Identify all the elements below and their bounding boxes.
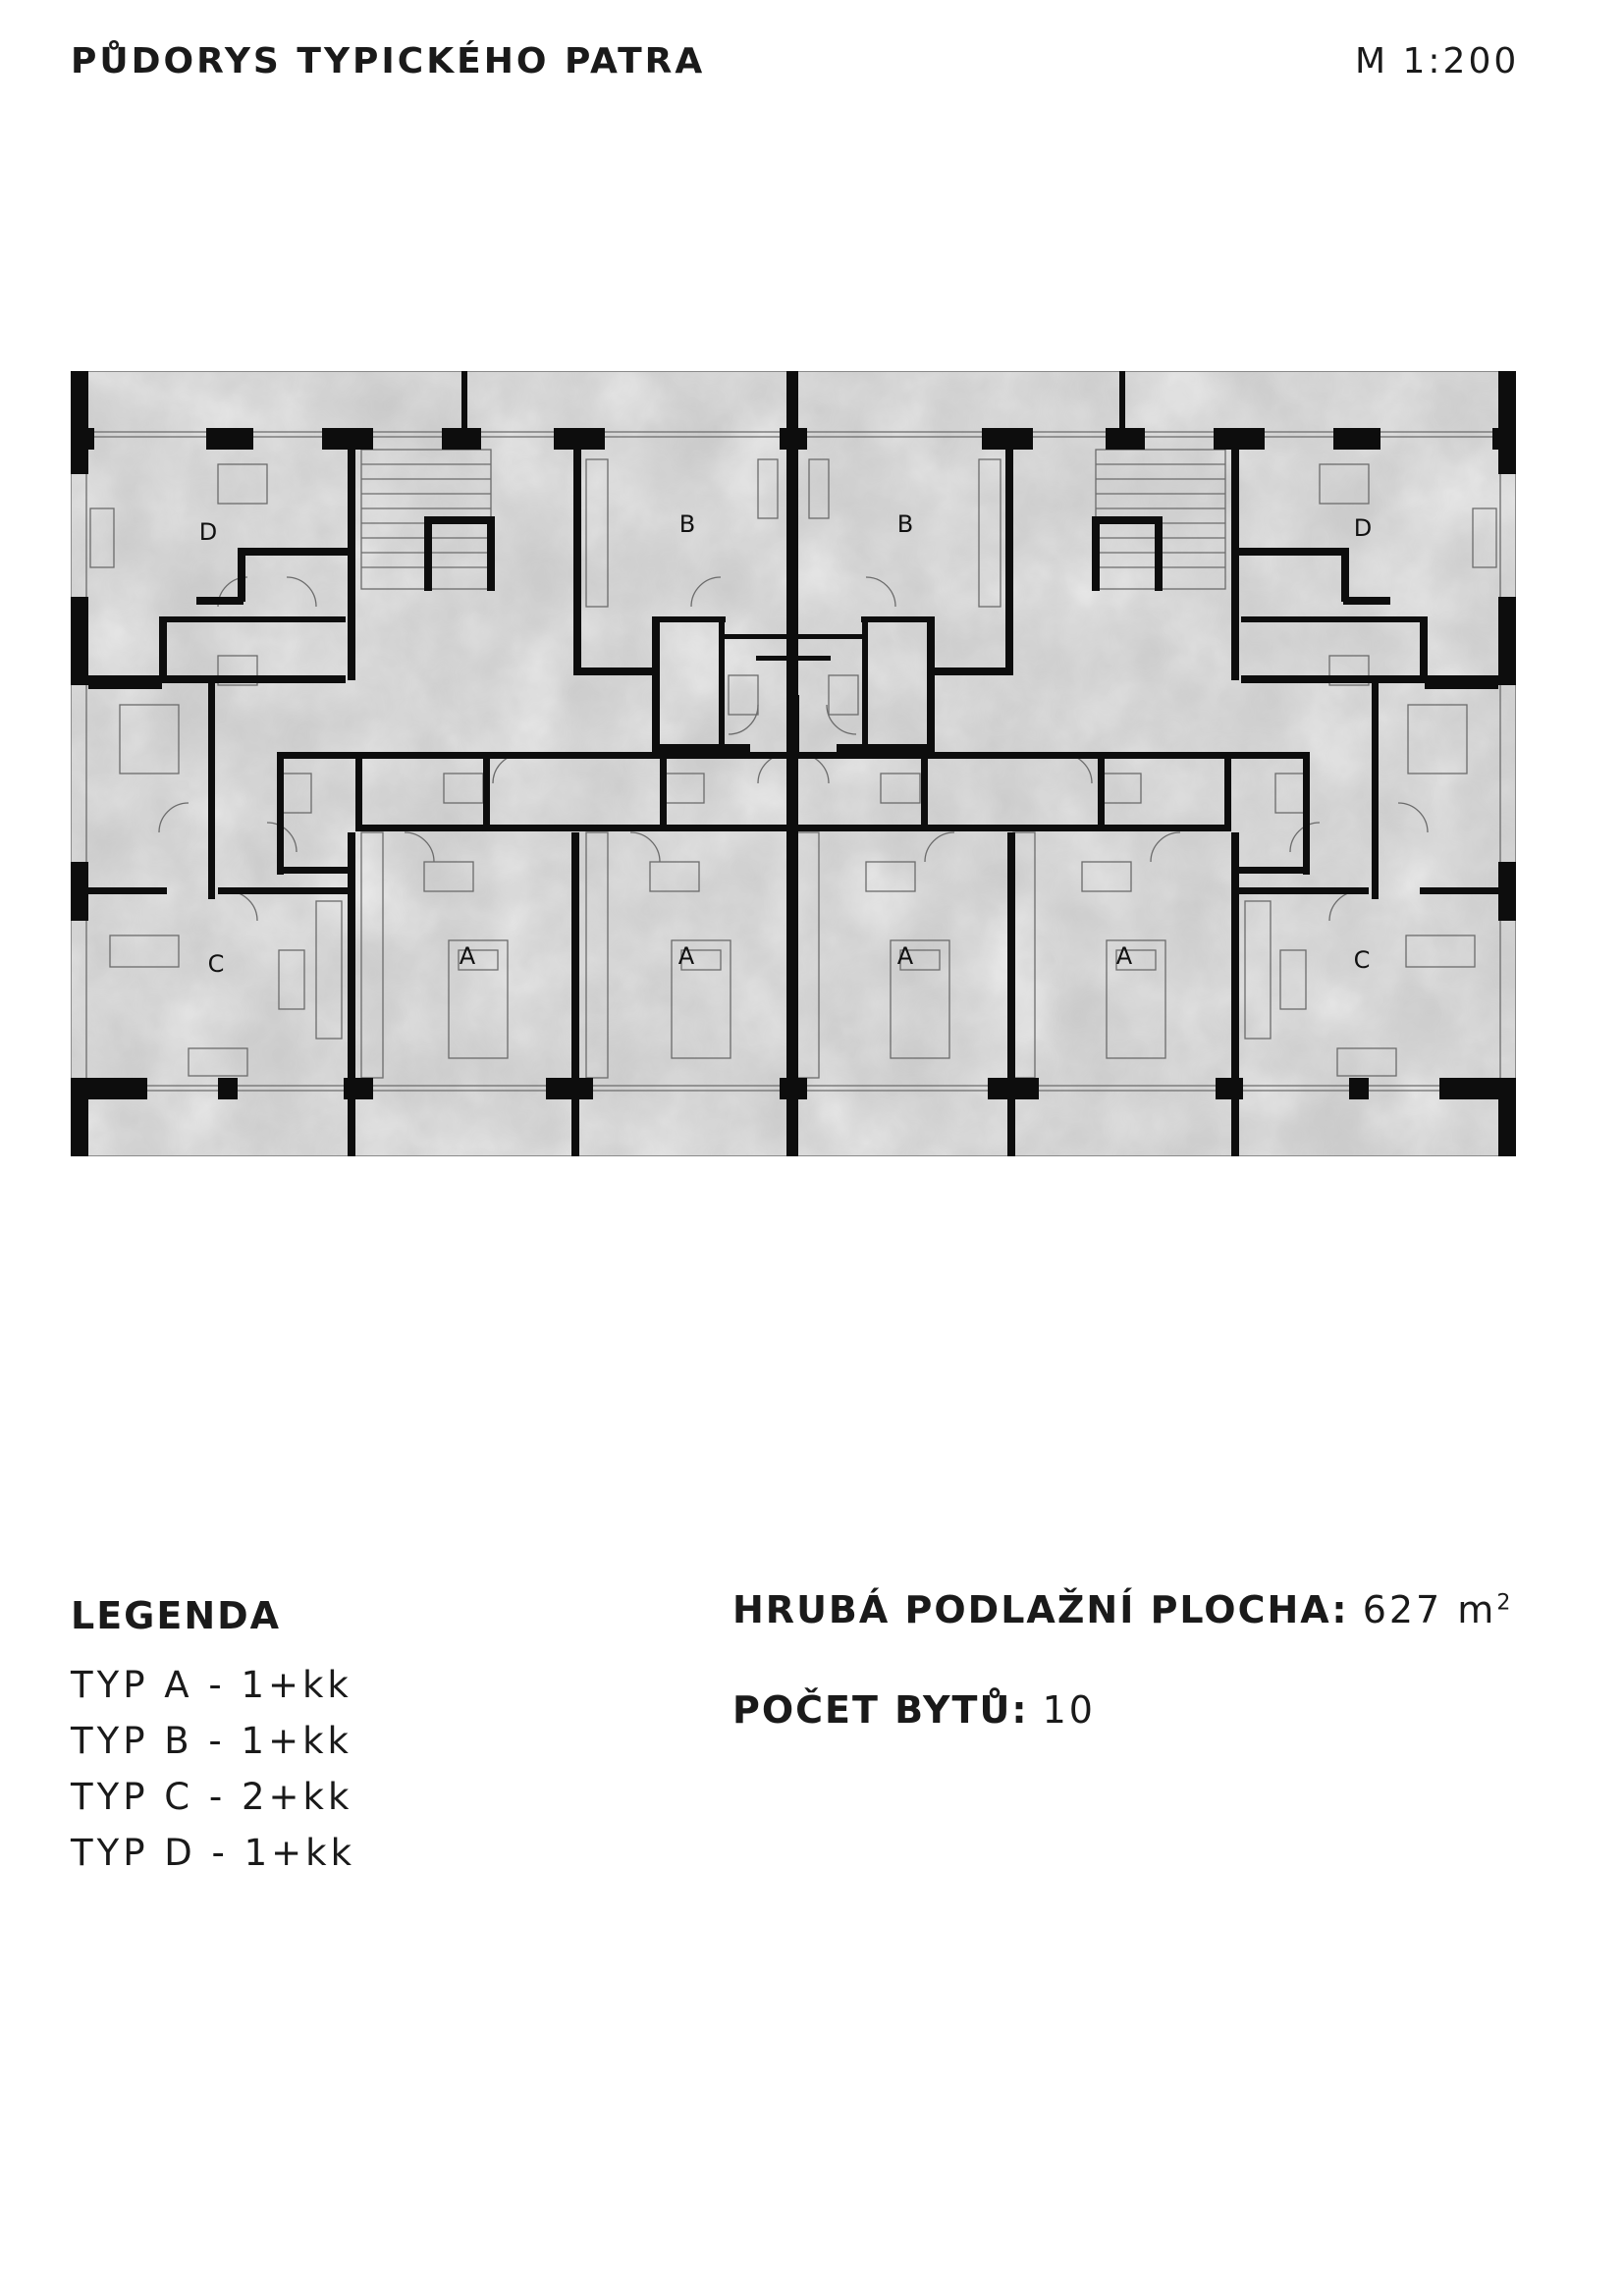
legend: LEGENDA TYP A - 1+kk TYP B - 1+kk TYP C … xyxy=(71,1594,355,1881)
legend-title: LEGENDA xyxy=(71,1594,282,1637)
unit-label: A xyxy=(897,942,914,970)
apartment-count-value: 10 xyxy=(1042,1688,1096,1732)
walls xyxy=(71,371,1516,1156)
gross-floor-area-value: 627 m2 xyxy=(1363,1588,1514,1631)
page-title: PŮDORYS TYPICKÉHO PATRA xyxy=(71,41,706,81)
unit-label: C xyxy=(208,950,225,978)
unit-label: A xyxy=(460,942,476,970)
unit-label: C xyxy=(1354,946,1371,974)
legend-item-a: TYP A - 1+kk xyxy=(71,1664,352,1706)
unit-label: B xyxy=(897,510,913,538)
unit-label: D xyxy=(199,518,217,546)
floor-stats: HRUBÁ PODLAŽNÍ PLOCHA: 627 m2 POČET BYTŮ… xyxy=(732,1588,1513,1732)
legend-item-d: TYP D - 1+kk xyxy=(71,1832,356,1874)
legend-item-c: TYP C - 2+kk xyxy=(71,1776,353,1818)
unit-label: B xyxy=(679,510,695,538)
gross-floor-area: HRUBÁ PODLAŽNÍ PLOCHA: 627 m2 xyxy=(732,1588,1513,1631)
legend-item-b: TYP B - 1+kk xyxy=(71,1720,352,1762)
floor-plan: D B B D C A A A A C xyxy=(71,371,1516,1156)
unit-label: A xyxy=(1116,942,1133,970)
floor-plan-drawing: D B B D C A A A A C xyxy=(71,371,1516,1156)
gross-floor-area-number: 627 m xyxy=(1362,1588,1497,1631)
apartment-count: POČET BYTŮ: 10 xyxy=(732,1688,1513,1732)
scale-label: M 1:200 xyxy=(1355,41,1520,81)
gross-floor-area-label: HRUBÁ PODLAŽNÍ PLOCHA: xyxy=(732,1588,1349,1631)
unit-label: D xyxy=(1354,514,1372,542)
unit-label: A xyxy=(678,942,695,970)
area-unit-exponent: 2 xyxy=(1496,1590,1514,1616)
apartment-count-label: POČET BYTŮ: xyxy=(732,1688,1029,1732)
unit-labels: D B B D C A A A A C xyxy=(199,510,1372,978)
